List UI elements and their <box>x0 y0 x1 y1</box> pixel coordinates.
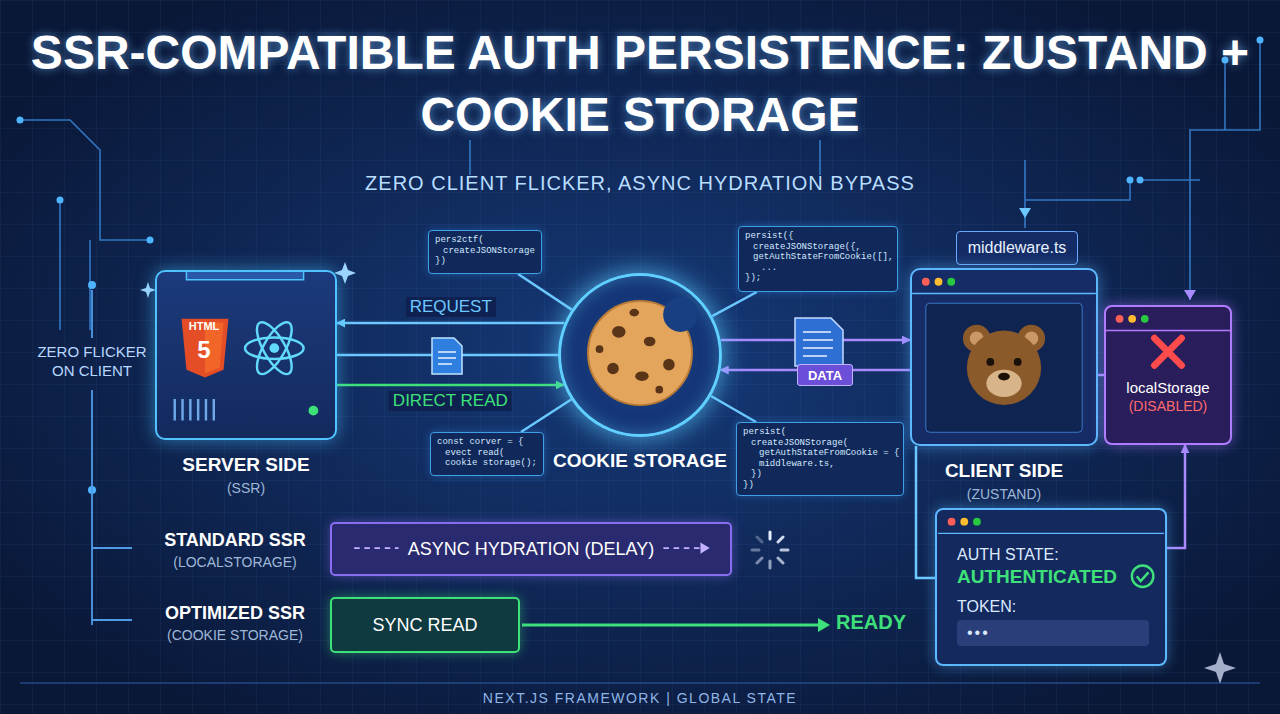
node-text: localStorage <box>1106 379 1230 396</box>
icon-text: 5 <box>180 336 228 364</box>
connector <box>916 446 935 578</box>
node-text: persist({ <box>745 231 891 242</box>
status-text: READY <box>836 611 906 634</box>
cookie-circle: COOKIE STORAGE <box>558 273 722 437</box>
row-subheading: (COOKIE STORAGE) <box>147 627 323 643</box>
arrow-head <box>1019 208 1031 218</box>
flow-bar: SYNC READ <box>330 597 520 653</box>
edge-label: REQUEST <box>406 297 496 317</box>
node-text: middleware.ts <box>968 239 1067 257</box>
document-icon <box>432 338 462 374</box>
arrow-head <box>1184 290 1196 300</box>
node-text: }) <box>743 480 897 491</box>
arrow-head <box>818 618 830 632</box>
node-text: cookie storage(); <box>437 458 537 469</box>
node-text: COOKIE STORAGE <box>553 450 727 472</box>
client-window: CLIENT SIDE(ZUSTAND) <box>910 268 1098 446</box>
storage-window: localStorage (DISABLED) <box>1104 305 1232 445</box>
node-text: }) <box>743 469 897 480</box>
row-heading: OPTIMIZED SSR <box>147 603 323 624</box>
code-snippet: const corver = {evect read(cookie storag… <box>430 432 544 476</box>
code-snippet: persist({createJSONStorage({,getAuthStat… <box>738 226 898 292</box>
icon-text: HTML <box>180 320 228 332</box>
title: SSR-COMPATIBLE AUTH PERSISTENCE: ZUSTAND… <box>20 22 1260 146</box>
side-note: ZERO FLICKER ON CLIENT <box>28 342 156 380</box>
node-text: }) <box>435 256 535 267</box>
connector <box>518 274 572 310</box>
row-subheading: (LOCALSTORAGE) <box>147 554 323 570</box>
connector <box>337 322 565 325</box>
node-text: DATA <box>808 368 842 383</box>
node-text: ... <box>745 263 891 274</box>
footer-rule <box>20 683 1260 684</box>
client-window-art <box>912 270 1096 444</box>
loading-spinner <box>752 532 788 568</box>
node-text: const corver = { <box>437 437 537 448</box>
connector <box>521 400 571 433</box>
footer-text: NEXT.JS FRAMEWORK | GLOBAL STATE <box>0 690 1280 706</box>
node-text: persist( <box>743 427 897 438</box>
storage-window-art <box>1106 307 1230 443</box>
file-box: middleware.ts <box>956 231 1078 265</box>
server-box-art <box>157 272 335 438</box>
data-document-icon <box>795 318 843 366</box>
node-text: getAuthStateFromCookie([], <box>745 252 891 263</box>
connector <box>711 396 756 422</box>
node-text: (ZUSTAND) <box>967 486 1041 502</box>
node-text: ASYNC HYDRATION (DELAY) <box>408 539 654 560</box>
subtitle: ZERO CLIENT FLICKER, ASYNC HYDRATION BYP… <box>0 172 1280 195</box>
node-text: createJSONStorage <box>435 246 535 257</box>
flow-bar: ASYNC HYDRATION (DELAY) <box>330 522 732 576</box>
node-text: (DISABLED) <box>1106 398 1230 414</box>
node-text: }); <box>745 273 891 284</box>
edge-label: DIRECT READ <box>389 391 512 411</box>
node-text: SERVER SIDE <box>182 454 309 476</box>
auth-panel: AUTH STATE: AUTHENTICATED TOKEN: ••• <box>935 508 1167 666</box>
node-text: CLIENT SIDE <box>945 460 1063 482</box>
node-text: ••• <box>967 624 990 642</box>
row-heading: STANDARD SSR <box>147 530 323 551</box>
sparkle <box>334 262 356 284</box>
ready-arrow <box>522 624 822 627</box>
bracket <box>92 290 132 625</box>
cookie-circle-art <box>561 276 719 434</box>
code-snippet: pers2ctf(createJSONStorage}) <box>428 230 542 274</box>
connector <box>712 292 757 316</box>
token-field: ••• <box>957 620 1149 646</box>
data-tag: DATA <box>797 364 853 386</box>
node-text: AUTHENTICATED <box>957 566 1145 588</box>
node-text: createJSONStorage({, <box>745 242 891 253</box>
connector <box>337 384 564 387</box>
sparkle <box>140 282 156 298</box>
node-text: AUTH STATE: <box>957 546 1145 564</box>
node-text: middleware.ts, <box>743 459 897 470</box>
node-text: pers2ctf( <box>435 235 535 246</box>
node-text: createJSONStorage( <box>743 438 897 449</box>
server-box: SERVER SIDE(SSR) <box>155 270 337 440</box>
connector <box>1167 445 1185 548</box>
node-text: TOKEN: <box>957 598 1145 616</box>
sparkle <box>1204 652 1236 684</box>
node-text: SYNC READ <box>372 615 477 636</box>
node-text: getAuthStateFromCookie = { <box>743 448 897 459</box>
node-text: evect read( <box>437 448 537 459</box>
node-text: (SSR) <box>227 480 265 496</box>
code-snippet: persist(createJSONStorage(getAuthStateFr… <box>736 422 904 496</box>
